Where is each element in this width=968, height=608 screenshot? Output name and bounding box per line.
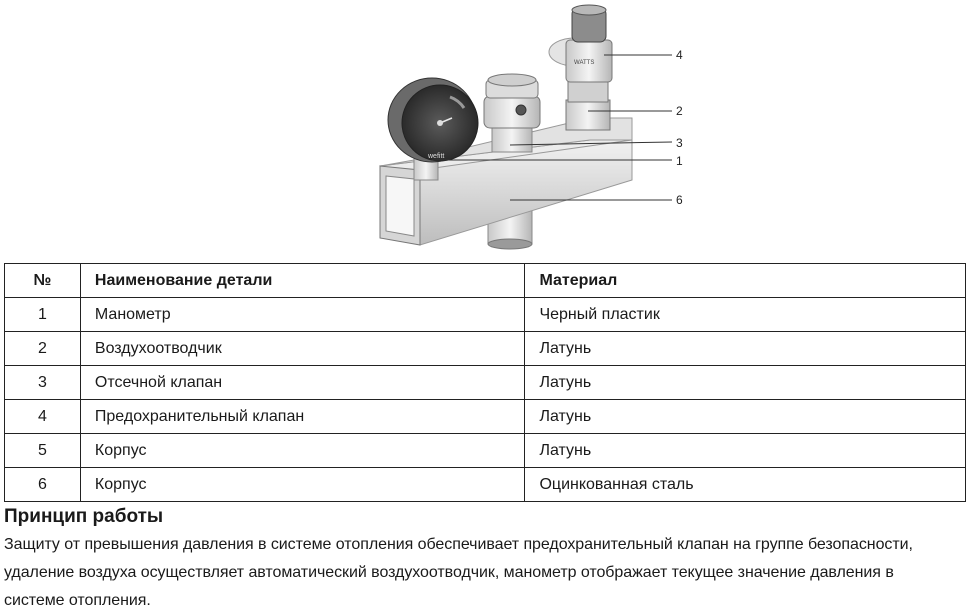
header-material: Материал <box>524 263 966 298</box>
safety-valve <box>548 4 613 131</box>
product-illustration: 4 2 3 1 6 wefitt WATTS <box>0 0 968 262</box>
row-material: Черный пластик <box>524 297 966 332</box>
row-name: Корпус <box>79 433 526 468</box>
row-material: Латунь <box>524 365 966 400</box>
paragraph-line: системе отопления. <box>4 592 151 608</box>
leader-lines <box>432 54 673 201</box>
pressure-gauge <box>387 77 479 181</box>
table-header-row: № Наименование детали Материал <box>4 263 966 298</box>
row-name: Отсечной клапан <box>79 365 526 400</box>
callout-6: 6 <box>676 193 683 207</box>
row-material: Оцинкованная сталь <box>524 467 966 502</box>
valve-brand-label: WATTS <box>574 60 595 66</box>
row-material: Латунь <box>524 399 966 434</box>
header-num: № <box>4 263 81 298</box>
callout-1: 1 <box>676 154 683 168</box>
table-row: 2 Воздухоотводчик Латунь <box>4 331 966 366</box>
description-paragraph: Защиту от превышения давления в системе … <box>4 531 968 608</box>
air-vent <box>483 73 541 153</box>
row-num: 5 <box>4 433 81 468</box>
row-num: 6 <box>4 467 81 502</box>
callout-2: 2 <box>676 104 683 118</box>
row-material: Латунь <box>524 331 966 366</box>
row-num: 1 <box>4 297 81 332</box>
row-num: 4 <box>4 399 81 434</box>
paragraph-line: Защиту от превышения давления в системе … <box>4 536 913 553</box>
gauge-brand-label: wefitt <box>428 153 445 160</box>
table-row: 3 Отсечной клапан Латунь <box>4 365 966 400</box>
row-num: 2 <box>4 331 81 366</box>
row-name: Воздухоотводчик <box>79 331 526 366</box>
safety-group-drawing <box>378 4 673 250</box>
table-row: 4 Предохранительный клапан Латунь <box>4 399 966 434</box>
table-row: 1 Манометр Черный пластик <box>4 297 966 332</box>
row-name: Предохранительный клапан <box>79 399 526 434</box>
callout-3: 3 <box>676 136 683 150</box>
row-name: Корпус <box>79 467 526 502</box>
parts-table: № Наименование детали Материал 1 Маномет… <box>4 263 966 502</box>
paragraph-line: удаление воздуха осуществляет автоматиче… <box>4 564 894 581</box>
row-material: Латунь <box>524 433 966 468</box>
callout-4: 4 <box>676 48 683 62</box>
table-row: 5 Корпус Латунь <box>4 433 966 468</box>
header-name: Наименование детали <box>79 263 526 298</box>
section-title: Принцип работы <box>4 506 164 527</box>
row-num: 3 <box>4 365 81 400</box>
row-name: Манометр <box>79 297 526 332</box>
table-row: 6 Корпус Оцинкованная сталь <box>4 467 966 502</box>
